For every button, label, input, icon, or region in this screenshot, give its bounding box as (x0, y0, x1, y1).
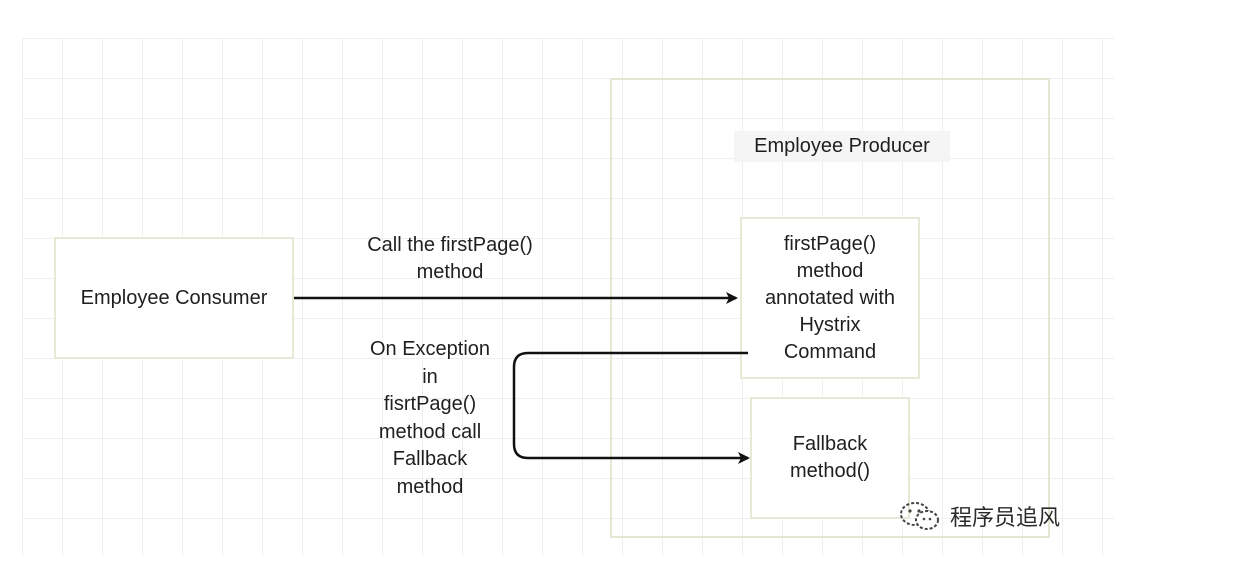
employee-producer-frame (610, 78, 1050, 538)
call-edge-label: Call the firstPage() method (340, 232, 560, 286)
exception-label-line: method call (378, 420, 482, 443)
hystrix-line: Command (783, 340, 877, 363)
fallback-line: method() (789, 460, 871, 482)
call-label-line: Call the firstPage() (367, 234, 533, 256)
exception-label-line: On Exception (369, 338, 491, 360)
employee-consumer-box: Employee Consumer (54, 237, 294, 359)
producer-title: Employee Producer (734, 131, 950, 162)
watermark: 程序员追风 (898, 496, 1098, 536)
watermark-text: 程序员追风 (950, 505, 1061, 530)
fallback-method-box: Fallback method() (750, 397, 910, 519)
hystrix-line: method (796, 259, 864, 282)
exception-label-line: Fallback (392, 448, 468, 470)
fallback-arrow (512, 351, 750, 464)
hystrix-command-box: firstPage() method annotated with Hystri… (740, 217, 920, 379)
hystrix-line: Hystrix (799, 313, 861, 336)
exception-edge-label: On Exception in fisrtPage() method call … (350, 336, 510, 501)
exception-label-line: in (422, 365, 438, 388)
hystrix-line: firstPage() (783, 232, 877, 255)
fallback-line: Fallback (792, 433, 868, 455)
call-label-line: method (416, 261, 484, 283)
wechat-icon (900, 502, 939, 530)
hystrix-line: annotated with (764, 286, 896, 309)
exception-label-line: fisrtPage() (383, 393, 477, 415)
exception-label-line: method (396, 475, 464, 498)
consumer-label: Employee Consumer (80, 286, 268, 309)
